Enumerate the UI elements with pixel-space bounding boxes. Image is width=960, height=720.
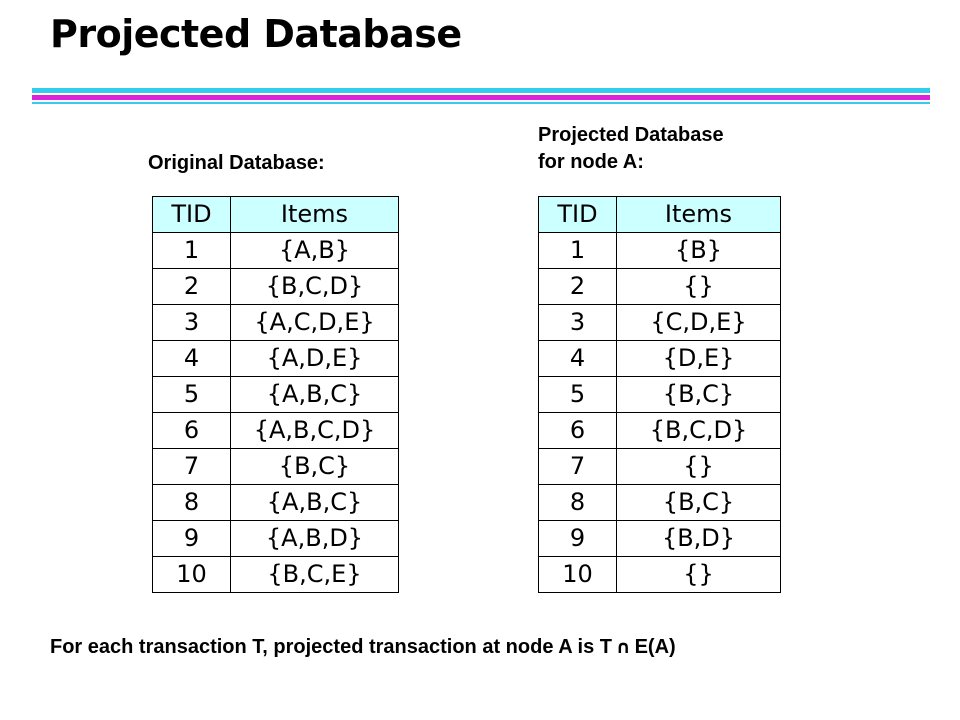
tid-cell: 1	[538, 232, 617, 269]
original-table-body: 1{A,B}2{B,C,D}3{A,C,D,E}4{A,D,E}5{A,B,C}…	[152, 232, 399, 593]
items-cell: {B}	[616, 232, 781, 269]
tid-header: TID	[152, 196, 231, 233]
tid-cell: 10	[152, 556, 231, 593]
original-database-table: TID Items 1{A,B}2{B,C,D}3{A,C,D,E}4{A,D,…	[152, 196, 399, 593]
tid-cell: 6	[538, 412, 617, 449]
projected-table-body: 1{B}2{}3{C,D,E}4{D,E}5{B,C}6{B,C,D}7{}8{…	[538, 232, 781, 593]
table-row: 2{B,C,D}	[152, 268, 399, 305]
projected-label-line2: for node A:	[538, 151, 644, 173]
items-cell: {A,B}	[230, 232, 399, 269]
table-row: 10{}	[538, 556, 781, 593]
items-cell: {B,D}	[616, 520, 781, 557]
items-cell: {B,C,D}	[230, 268, 399, 305]
projected-database-label: Projected Database for node A:	[538, 122, 838, 176]
table-row: 6{A,B,C,D}	[152, 412, 399, 449]
items-cell: {}	[616, 556, 781, 593]
table-header-row: TID Items	[152, 196, 399, 233]
table-row: 8{A,B,C}	[152, 484, 399, 521]
tid-cell: 3	[152, 304, 231, 341]
table-row: 7{B,C}	[152, 448, 399, 485]
tid-cell: 2	[538, 268, 617, 305]
tid-header: TID	[538, 196, 617, 233]
items-header: Items	[616, 196, 781, 233]
table-header-row: TID Items	[538, 196, 781, 233]
tid-cell: 9	[152, 520, 231, 557]
footer-statement: For each transaction T, projected transa…	[50, 636, 676, 659]
tid-cell: 5	[538, 376, 617, 413]
items-cell: {B,C}	[616, 484, 781, 521]
tid-cell: 5	[152, 376, 231, 413]
table-row: 6{B,C,D}	[538, 412, 781, 449]
original-database-label: Original Database:	[148, 152, 325, 174]
items-cell: {A,B,C,D}	[230, 412, 399, 449]
items-cell: {}	[616, 448, 781, 485]
title-rule-top	[32, 88, 930, 93]
tid-cell: 8	[538, 484, 617, 521]
items-cell: {}	[616, 268, 781, 305]
items-cell: {A,B,D}	[230, 520, 399, 557]
table-row: 9{B,D}	[538, 520, 781, 557]
table-row: 4{A,D,E}	[152, 340, 399, 377]
table-row: 7{}	[538, 448, 781, 485]
tid-cell: 6	[152, 412, 231, 449]
items-cell: {A,D,E}	[230, 340, 399, 377]
table-row: 3{C,D,E}	[538, 304, 781, 341]
items-cell: {D,E}	[616, 340, 781, 377]
tid-cell: 4	[538, 340, 617, 377]
table-row: 5{B,C}	[538, 376, 781, 413]
tid-cell: 2	[152, 268, 231, 305]
tid-cell: 4	[152, 340, 231, 377]
items-cell: {A,C,D,E}	[230, 304, 399, 341]
table-row: 1{A,B}	[152, 232, 399, 269]
items-cell: {B,C,D}	[616, 412, 781, 449]
projected-database-table: TID Items 1{B}2{}3{C,D,E}4{D,E}5{B,C}6{B…	[538, 196, 781, 593]
footer-text-end: E(A)	[634, 636, 676, 658]
table-row: 1{B}	[538, 232, 781, 269]
items-cell: {C,D,E}	[616, 304, 781, 341]
tid-cell: 10	[538, 556, 617, 593]
items-cell: {B,C}	[230, 448, 399, 485]
items-cell: {B,C,E}	[230, 556, 399, 593]
table-row: 4{D,E}	[538, 340, 781, 377]
table-row: 5{A,B,C}	[152, 376, 399, 413]
tid-cell: 8	[152, 484, 231, 521]
projected-label-line1: Projected Database	[538, 124, 724, 146]
tid-cell: 1	[152, 232, 231, 269]
tid-cell: 9	[538, 520, 617, 557]
tid-cell: 7	[152, 448, 231, 485]
tid-cell: 3	[538, 304, 617, 341]
footer-text: For each transaction T, projected transa…	[50, 636, 612, 658]
items-cell: {A,B,C}	[230, 376, 399, 413]
table-row: 8{B,C}	[538, 484, 781, 521]
table-row: 9{A,B,D}	[152, 520, 399, 557]
title-rule-bottom	[32, 102, 930, 104]
items-cell: {B,C}	[616, 376, 781, 413]
title-rule-middle	[32, 95, 930, 100]
table-row: 10{B,C,E}	[152, 556, 399, 593]
items-header: Items	[230, 196, 399, 233]
table-row: 2{}	[538, 268, 781, 305]
tid-cell: 7	[538, 448, 617, 485]
items-cell: {A,B,C}	[230, 484, 399, 521]
slide-title: Projected Database	[50, 12, 462, 56]
table-row: 3{A,C,D,E}	[152, 304, 399, 341]
intersection-symbol: ∩	[615, 637, 631, 658]
